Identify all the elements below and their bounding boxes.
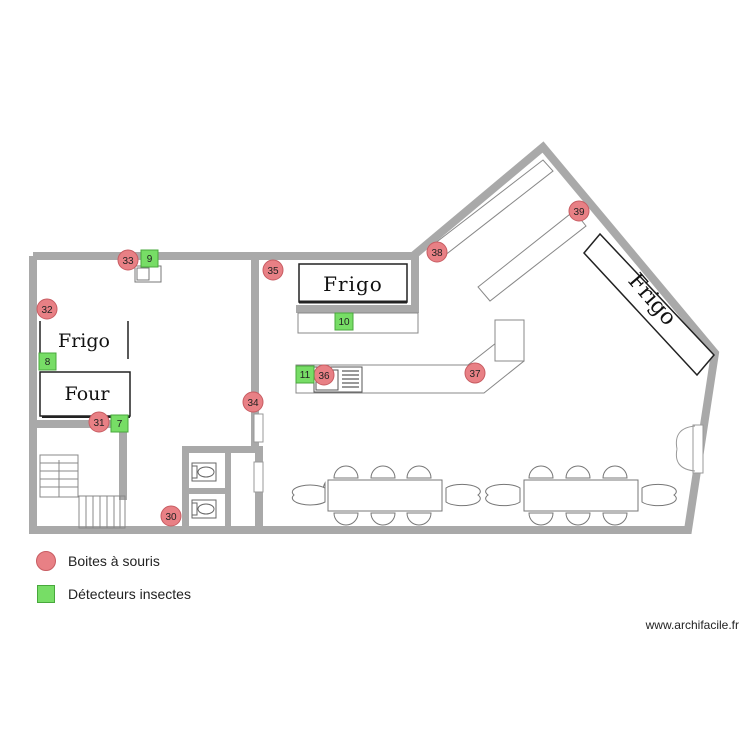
svg-text:36: 36 [318, 371, 330, 382]
oven-label: Four [65, 383, 111, 405]
dining-table-left [291, 465, 481, 526]
insect-detector-7: 7 [110, 414, 129, 433]
svg-text:11: 11 [300, 370, 311, 381]
mouse-box-39: 39 [568, 200, 590, 222]
insect-detector-markers: 7 8 9 10 11 [38, 249, 354, 433]
toilet-top [191, 462, 217, 482]
mouse-box-32: 32 [36, 298, 58, 320]
mouse-box-37: 37 [464, 362, 486, 384]
counter-top [297, 312, 419, 334]
mouse-box-legend-icon [36, 551, 56, 571]
staircase-bottom [78, 495, 126, 529]
insect-detector-legend-icon [37, 585, 55, 603]
insect-detector-8: 8 [38, 352, 57, 371]
svg-text:8: 8 [45, 357, 51, 368]
svg-text:7: 7 [117, 419, 123, 430]
fridge-diagonal: Frigo [582, 232, 716, 377]
dining-table-right [485, 465, 677, 526]
mouse-box-38: 38 [426, 241, 448, 263]
insect-detector-11: 11 [295, 365, 315, 384]
door-openings [253, 413, 704, 493]
mouse-box-36: 36 [313, 364, 335, 386]
svg-text:39: 39 [573, 207, 585, 218]
svg-text:9: 9 [147, 254, 153, 265]
svg-text:10: 10 [338, 317, 350, 328]
mouse-box-35: 35 [262, 259, 284, 281]
legend-insect-label: Détecteurs insectes [68, 586, 191, 602]
legend-mouse-label: Boites à souris [68, 553, 160, 569]
mouse-box-markers: 30 31 32 33 34 35 36 37 [36, 200, 590, 527]
staircase-left [39, 454, 79, 498]
oven: Four [39, 371, 131, 418]
sink-left [134, 265, 162, 283]
legend-insect-detectors: Détecteurs insectes [36, 585, 191, 603]
fridge-top: Frigo [298, 263, 408, 304]
svg-text:30: 30 [165, 512, 177, 523]
insect-detector-10: 10 [334, 312, 354, 331]
mouse-box-30: 30 [160, 505, 182, 527]
toilet-bottom [191, 499, 217, 519]
mouse-box-33: 33 [117, 249, 139, 271]
credit-link[interactable]: www.archifacile.fr [645, 618, 739, 632]
insect-detector-9: 9 [140, 249, 159, 268]
svg-text:33: 33 [122, 256, 134, 267]
svg-text:35: 35 [267, 266, 279, 277]
fridge-top-label: Frigo [323, 272, 383, 296]
svg-text:34: 34 [247, 398, 259, 409]
svg-text:38: 38 [431, 248, 443, 259]
svg-text:32: 32 [41, 305, 53, 316]
mouse-box-34: 34 [242, 391, 264, 413]
svg-text:31: 31 [93, 418, 105, 429]
svg-text:37: 37 [469, 369, 481, 380]
fridge-left-label: Frigo [58, 330, 110, 352]
mouse-box-31: 31 [88, 411, 110, 433]
diagonal-counters [433, 159, 587, 302]
legend-mouse-boxes: Boites à souris [36, 551, 160, 571]
